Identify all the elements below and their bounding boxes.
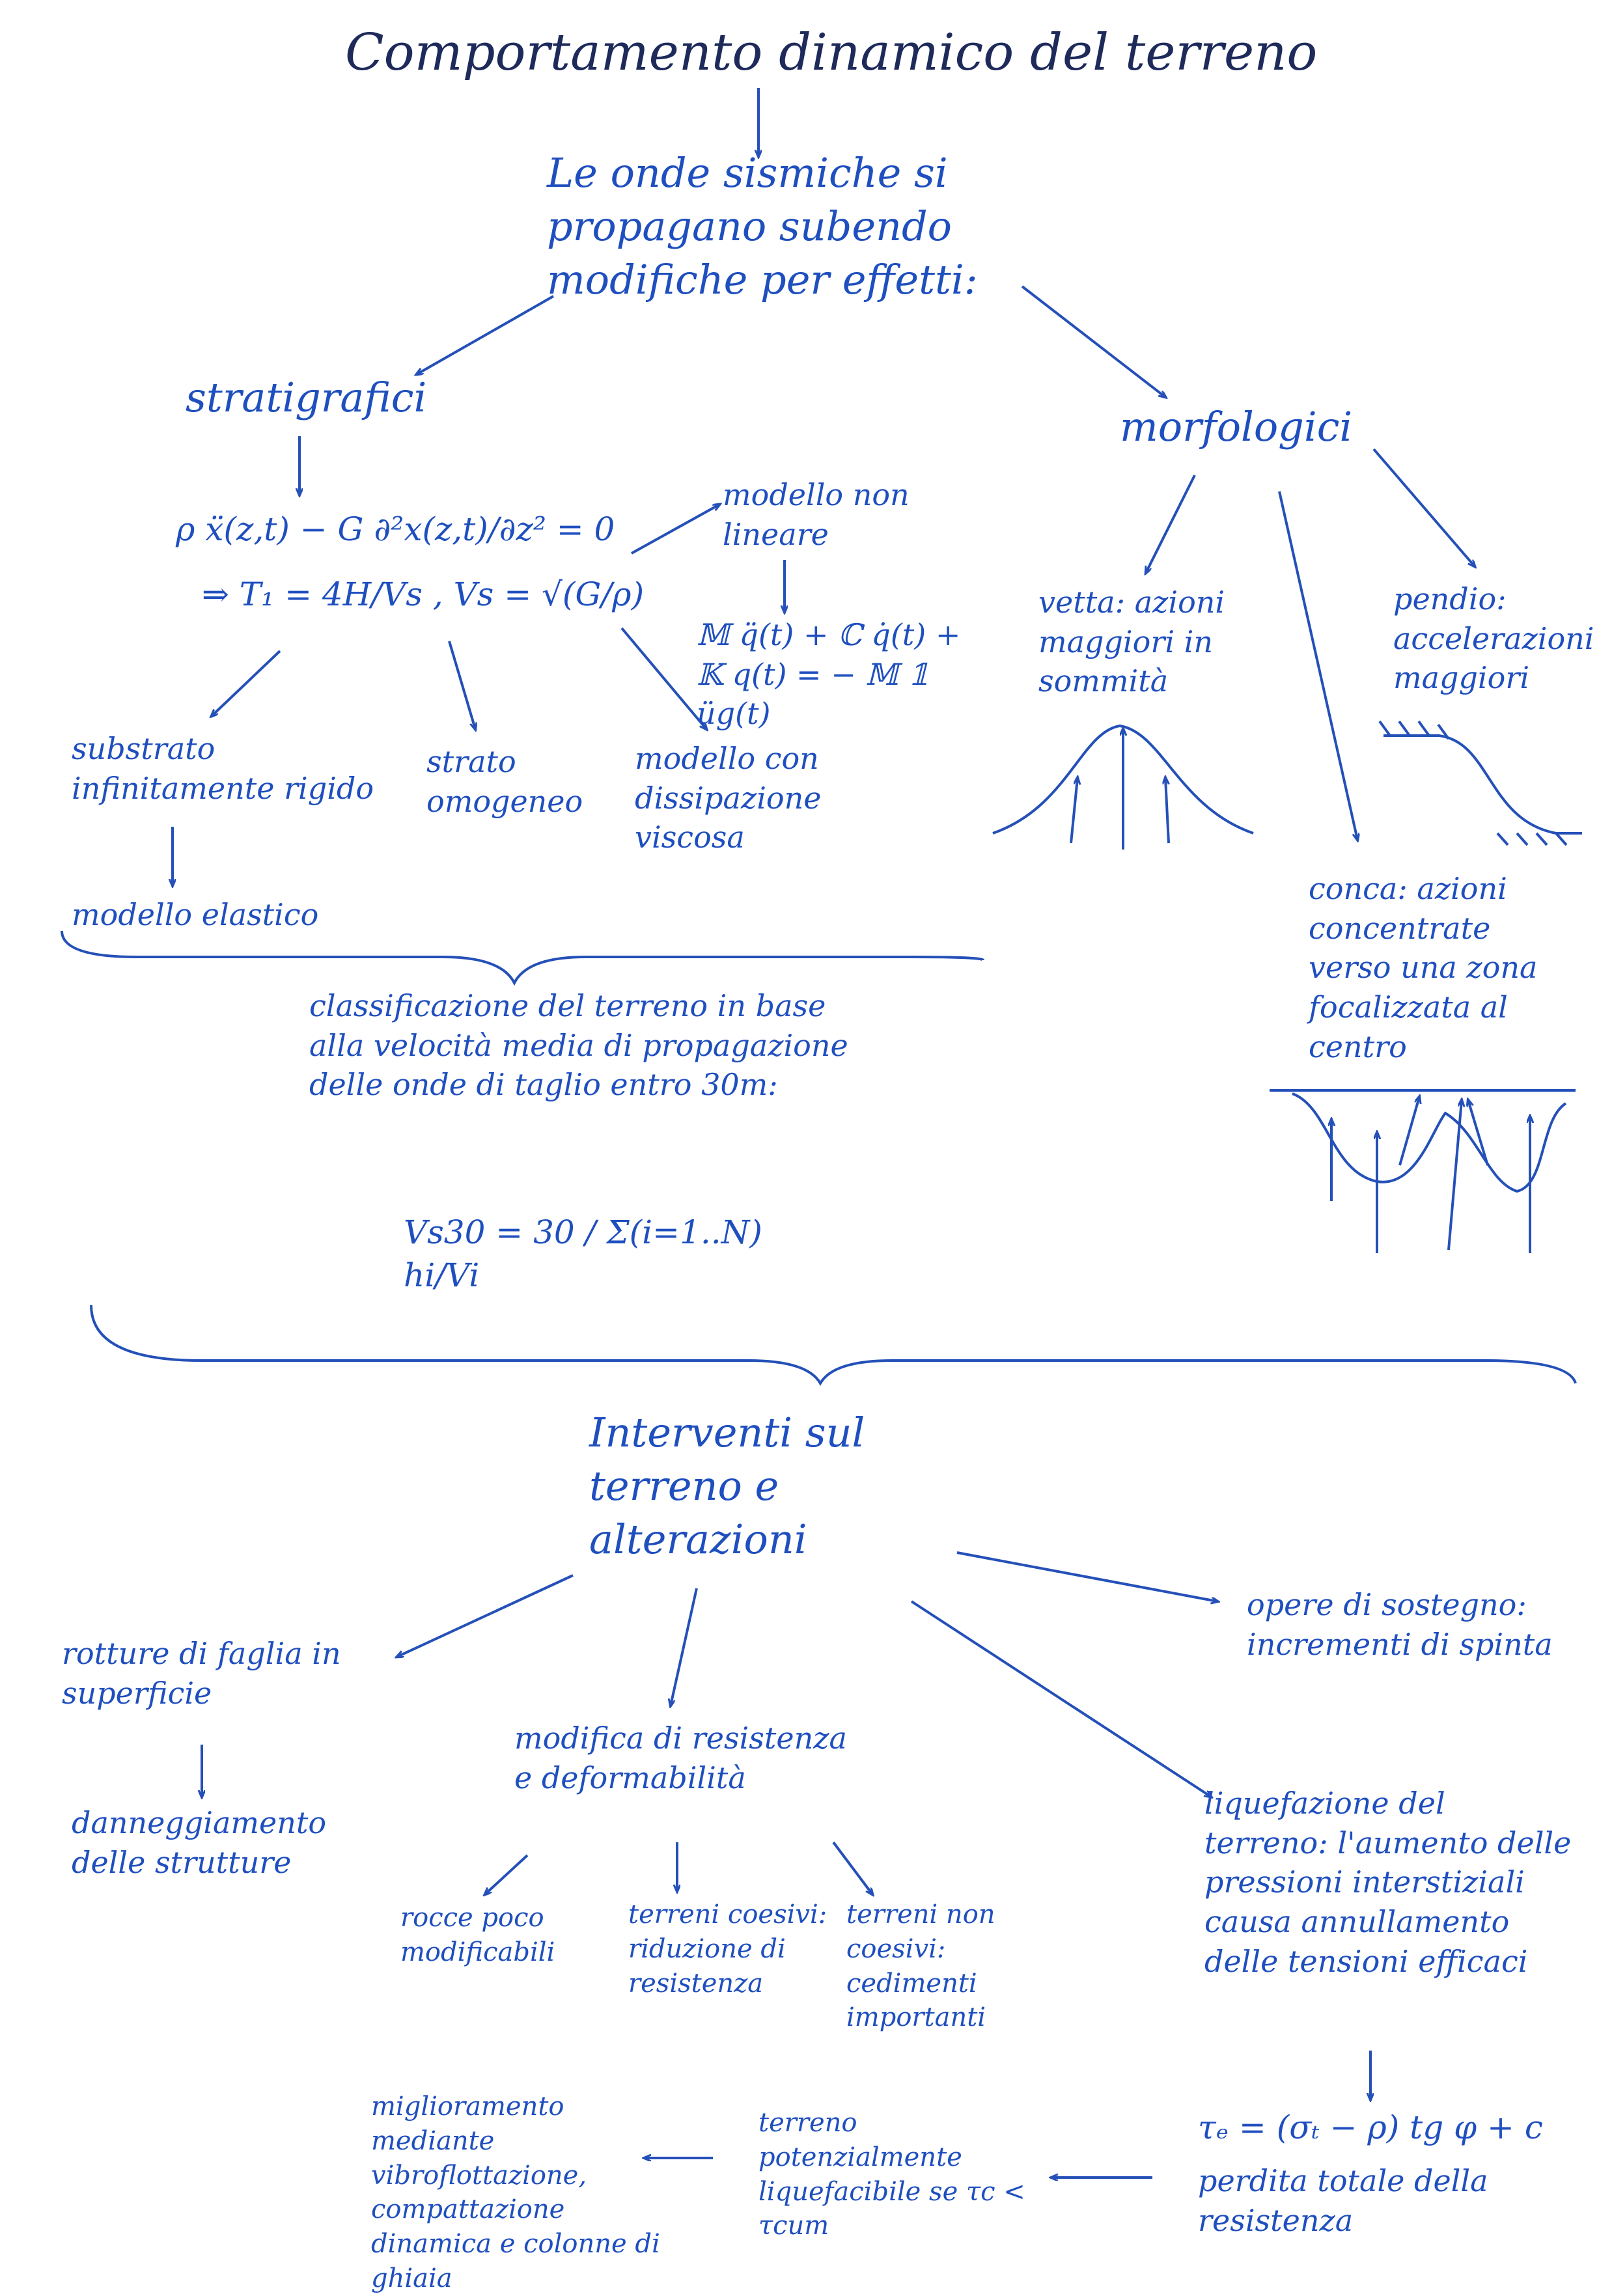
vetta-profile bbox=[992, 724, 1254, 835]
nonlinear-model: modello non lineare bbox=[723, 477, 910, 552]
vs30-formula: Vs30 = 30 / Σ(i=1..N) hi/Vi bbox=[404, 1213, 762, 1294]
arrow-to-omogeneo bbox=[448, 641, 475, 729]
liquefazione-node: liquefazione del terreno: l'aumento dell… bbox=[1204, 1786, 1572, 1979]
arrows bbox=[173, 88, 1475, 2178]
modifica-node: modifica di resistenza e deformabilità bbox=[514, 1721, 847, 1795]
page-title: Comportamento dinamico del terreno bbox=[345, 23, 1318, 82]
dissipazione-viscosa-node: modello con dissipazione viscosa bbox=[635, 741, 822, 855]
coesivi-node: terreni coesivi: riduzione di resistenza bbox=[628, 1900, 827, 1999]
conca-profile bbox=[1292, 1092, 1567, 1193]
opere-node: opere di sostegno: incrementi di spinta bbox=[1247, 1587, 1553, 1662]
nonlinear-equation: 𝕄 q̈(t) + ℂ q̇(t) + 𝕂 q(t) = − 𝕄 𝟙 üg(t) bbox=[697, 617, 961, 732]
pendio-node: pendio: accelerazioni maggiori bbox=[1393, 581, 1594, 696]
arrow-to-stratigrafici bbox=[417, 295, 554, 374]
danneggiamento-node: danneggiamento delle strutture bbox=[72, 1805, 327, 1880]
arrow-to-modifica bbox=[671, 1588, 698, 1706]
morfologici-label: morfologici bbox=[1120, 403, 1353, 450]
braces bbox=[61, 930, 1577, 1387]
rotture-node: rotture di faglia in superficie bbox=[62, 1636, 341, 1711]
strato-omogeneo-node: strato omogeneo bbox=[426, 744, 583, 819]
sketch-pendio bbox=[1378, 720, 1582, 846]
tau-formula: τₑ = (σₜ − ρ) tg φ + c bbox=[1198, 2109, 1543, 2146]
stratigrafici-label: stratigrafici bbox=[186, 374, 427, 421]
interventi-label: Interventi sul terreno e alterazioni bbox=[589, 1409, 865, 1563]
arrow-to-opere bbox=[956, 1551, 1217, 1601]
rocce-node: rocce poco modificabili bbox=[400, 1903, 555, 1967]
arrow-to-rocce bbox=[485, 1854, 529, 1894]
arrow-to-rotture bbox=[397, 1574, 574, 1657]
arrow-to-morfologici bbox=[1021, 285, 1165, 397]
substrato-node: substrato infinitamente rigido bbox=[72, 731, 374, 806]
period-velocity-formula: ⇒ T₁ = 4H/Vs , Vs = √(G/ρ) bbox=[202, 575, 645, 613]
arrow-to-vetta bbox=[1146, 475, 1196, 573]
pendio-hatch bbox=[1378, 720, 1568, 846]
modello-elastico-node: modello elastico bbox=[72, 897, 319, 932]
arrow-to-conca bbox=[1278, 491, 1357, 840]
sketch-conca bbox=[1270, 1089, 1576, 1253]
perdita-node: perdita totale della resistenza bbox=[1198, 2163, 1488, 2238]
classificazione-node: classificazione del terreno in base alla… bbox=[309, 988, 848, 1103]
arrow-to-liquefazione bbox=[910, 1600, 1211, 1797]
conca-node: conca: azioni concentrate verso una zona… bbox=[1309, 871, 1538, 1064]
arrow-to-substrato bbox=[212, 650, 281, 716]
arrow-to-viscosa bbox=[620, 627, 706, 729]
wave-equation: ρ ẍ(z,t) − G ∂²x(z,t)/∂z² = 0 bbox=[176, 510, 615, 548]
brace-stratigrafici bbox=[61, 930, 984, 986]
vetta-node: vetta: azioni maggiori in sommità bbox=[1038, 585, 1225, 699]
arrow-to-noncoesivi bbox=[832, 1841, 872, 1894]
pendio-profile bbox=[1383, 734, 1582, 835]
miglioramento-node: miglioramento mediante vibroflottazione,… bbox=[371, 2092, 660, 2293]
noncoesivi-node: terreni non coesivi: cedimenti important… bbox=[846, 1900, 995, 2033]
potenziale-node: terreno potenzialmente liquefacibile se … bbox=[758, 2108, 1025, 2241]
arrow-to-nonlinear bbox=[631, 505, 719, 555]
intro-text: Le onde sismiche si propagano subendo mo… bbox=[547, 149, 978, 303]
arrow-to-pendio bbox=[1372, 448, 1475, 566]
brace-interventi bbox=[90, 1305, 1577, 1387]
sketch-vetta bbox=[992, 724, 1254, 850]
